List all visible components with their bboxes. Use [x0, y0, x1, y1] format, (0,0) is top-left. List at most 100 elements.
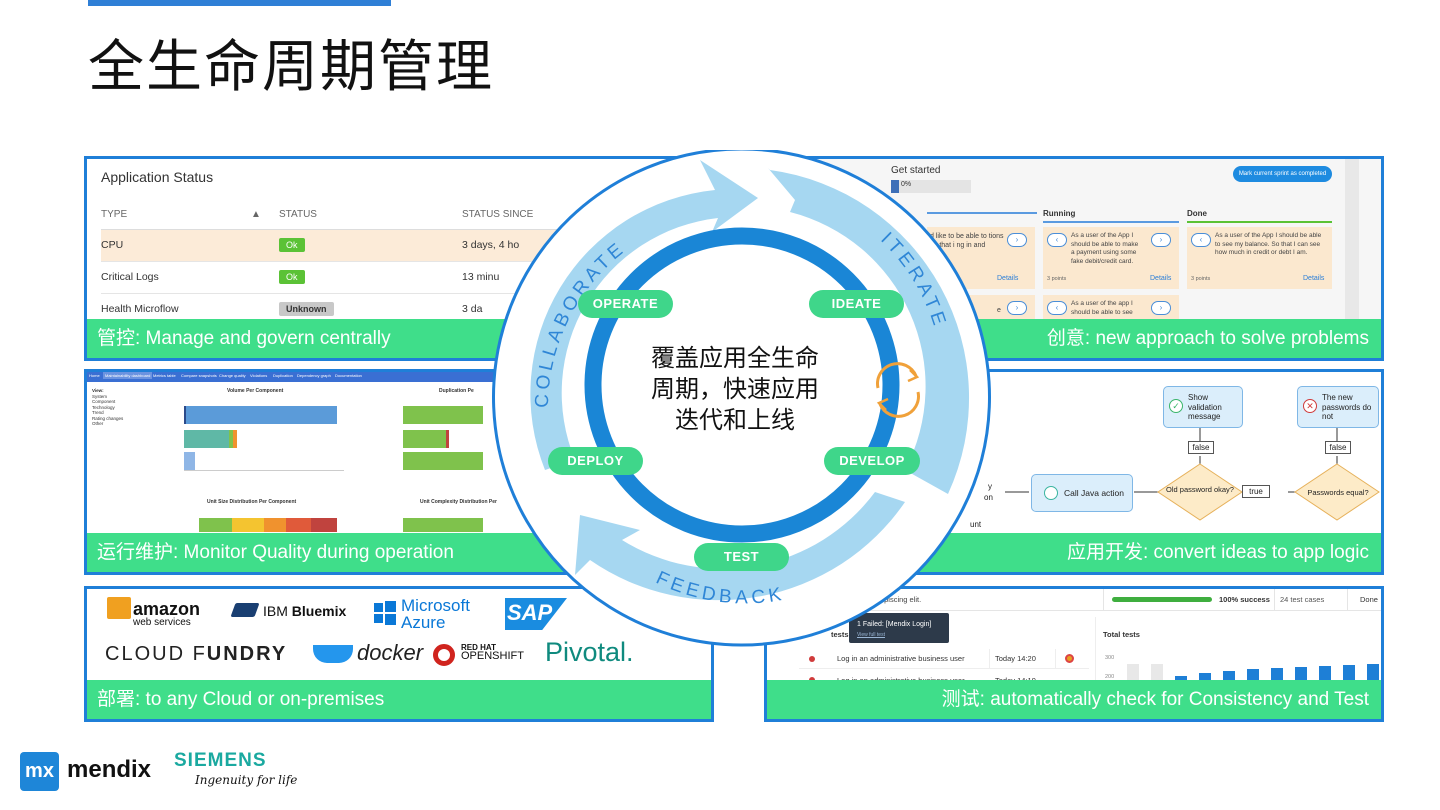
dashboard-tabs: Home Maintainability dashboard Metrics t… — [87, 372, 711, 382]
show-validation-activity[interactable]: ✓ Show validation message — [1163, 386, 1243, 428]
progress-bar — [891, 180, 971, 193]
tab-compare[interactable]: Compare snapshots — [181, 373, 217, 378]
true-label: true — [1242, 485, 1270, 498]
decision-old-password[interactable] — [1157, 463, 1243, 521]
openshift-logo: RED HAT OPENSHIFT — [461, 643, 524, 662]
col-status[interactable]: STATUS — [279, 201, 462, 230]
false-label: false — [1325, 441, 1351, 454]
table-row[interactable]: Log in an administrative business user T… — [799, 649, 1089, 669]
tab-documentation[interactable]: Documentation — [335, 373, 362, 378]
story-card[interactable]: ‹ As a user of the App I should be able … — [1187, 227, 1332, 289]
done-label: Done — [1360, 595, 1378, 604]
aws-boxes-icon — [107, 597, 131, 619]
aws-logo-sub: web services — [133, 617, 191, 628]
new-passwords-activity[interactable]: ✕ The new passwords do not — [1297, 386, 1379, 428]
sort-asc-icon[interactable]: ▲ — [251, 201, 279, 230]
side-item[interactable]: Technology — [92, 404, 115, 410]
app-status-title: Application Status — [101, 169, 214, 185]
tests-label: tests — [831, 630, 849, 639]
side-item[interactable]: Rating changes — [92, 415, 124, 421]
stage-ideate[interactable]: IDEATE — [809, 290, 904, 318]
cf-text-a: CLOUD F — [105, 643, 207, 665]
decision-passwords-equal[interactable] — [1294, 463, 1380, 521]
openshift-ring-icon — [433, 644, 455, 666]
mx-logo: mx — [20, 752, 59, 791]
status-badge: Ok — [279, 238, 305, 252]
test-cases-label: 24 test cases — [1280, 595, 1325, 604]
bar — [403, 406, 483, 424]
bar — [184, 452, 195, 470]
false-label: false — [1188, 441, 1214, 454]
mark-sprint-button[interactable]: Mark current sprint as completed — [1233, 166, 1332, 182]
chevron-right-icon[interactable]: › — [1007, 233, 1027, 247]
partial-label: on — [984, 493, 993, 502]
status-badge: Ok — [279, 270, 305, 284]
call-java-activity[interactable]: Call Java action — [1031, 474, 1133, 512]
docker-logo: docker — [357, 640, 424, 665]
bar — [403, 430, 446, 448]
card-text: As a user of the App I should be able to… — [1215, 232, 1322, 256]
bar — [184, 430, 229, 448]
chevron-left-icon[interactable]: ‹ — [1047, 233, 1067, 247]
scrollbar[interactable] — [1345, 159, 1359, 329]
tab-dependency[interactable]: Dependency graph — [297, 373, 331, 378]
col-type[interactable]: TYPE — [101, 201, 251, 230]
tab-violations[interactable]: Violations — [250, 373, 268, 378]
bluemix-text: Bluemix — [291, 603, 347, 619]
stage-deploy[interactable]: DEPLOY — [548, 447, 643, 475]
side-item[interactable]: Other — [92, 421, 104, 426]
side-item[interactable]: Component — [92, 399, 116, 404]
ibm-logo: IBM Bluemix — [263, 603, 346, 619]
row-type: Critical Logs — [101, 261, 279, 294]
story-card[interactable]: ‹ As a user of the App I should be able … — [1043, 227, 1179, 289]
activity-label: The new passwords do not — [1322, 393, 1372, 421]
title-accent-bar — [88, 0, 391, 6]
bar — [184, 406, 337, 424]
docker-whale-icon — [313, 645, 353, 663]
details-link[interactable]: Details — [997, 275, 1019, 282]
bar-segment — [286, 518, 311, 532]
caption-test: 测试: automatically check for Consistency … — [767, 680, 1381, 719]
microsoft-logo: Microsoft Azure — [401, 597, 470, 631]
refresh-icon — [876, 362, 920, 418]
decision-label: Old password okay? — [1166, 485, 1234, 494]
cloudfoundry-logo: CLOUD FUNDRY — [105, 643, 287, 666]
siemens-tagline: Ingenuity for life — [195, 773, 298, 787]
stage-test[interactable]: TEST — [694, 543, 789, 571]
bar-segment — [184, 406, 186, 424]
points-label: 3 points — [1191, 276, 1211, 282]
card-text: d like to be able to tions so that i ng … — [930, 233, 1004, 249]
chevron-left-icon[interactable]: ‹ — [1047, 301, 1067, 315]
tab-metrics[interactable]: Metrics table — [153, 373, 176, 378]
side-item[interactable]: Trend — [92, 410, 104, 415]
tab-duplication[interactable]: Duplication — [273, 373, 293, 378]
decision-label: Passwords equal? — [1307, 488, 1369, 497]
chart-title: Unit Complexity Distribution Per — [420, 499, 497, 505]
progress-label: 0% — [901, 181, 912, 188]
details-link[interactable]: Details — [1303, 275, 1325, 282]
check-icon: ✓ — [1169, 399, 1183, 413]
chevron-right-icon[interactable]: › — [1007, 301, 1027, 315]
tooltip-link[interactable]: View full test — [857, 632, 885, 638]
pivotal-logo: Pivotal. — [545, 637, 634, 667]
failure-tooltip: 1 Failed: [Mendix Login] View full test — [849, 613, 949, 643]
chevron-left-icon[interactable]: ‹ — [1191, 233, 1211, 247]
page-title: 全生命周期管理 — [88, 35, 494, 100]
tab-home[interactable]: Home — [89, 373, 100, 378]
details-link[interactable]: Details — [1150, 275, 1172, 282]
side-item[interactable]: System — [92, 393, 108, 399]
story-card[interactable]: ‹ As a user of the app I should be able … — [1043, 295, 1179, 323]
stage-develop[interactable]: DEVELOP — [824, 447, 920, 475]
bar-segment — [232, 518, 264, 532]
card-text: As a user of the App I should be able to… — [1071, 232, 1139, 265]
bar-segment — [264, 518, 286, 532]
chevron-right-icon[interactable]: › — [1151, 233, 1171, 247]
chevron-right-icon[interactable]: › — [1151, 301, 1171, 315]
bar — [403, 518, 483, 532]
y-tick: 300 — [1105, 655, 1115, 661]
stage-operate[interactable]: OPERATE — [578, 290, 673, 318]
tab-maintainability[interactable]: Maintainability dashboard — [103, 372, 153, 379]
card-text: e — [997, 307, 1001, 314]
tab-change[interactable]: Change quality — [219, 373, 246, 378]
bar — [403, 452, 483, 470]
